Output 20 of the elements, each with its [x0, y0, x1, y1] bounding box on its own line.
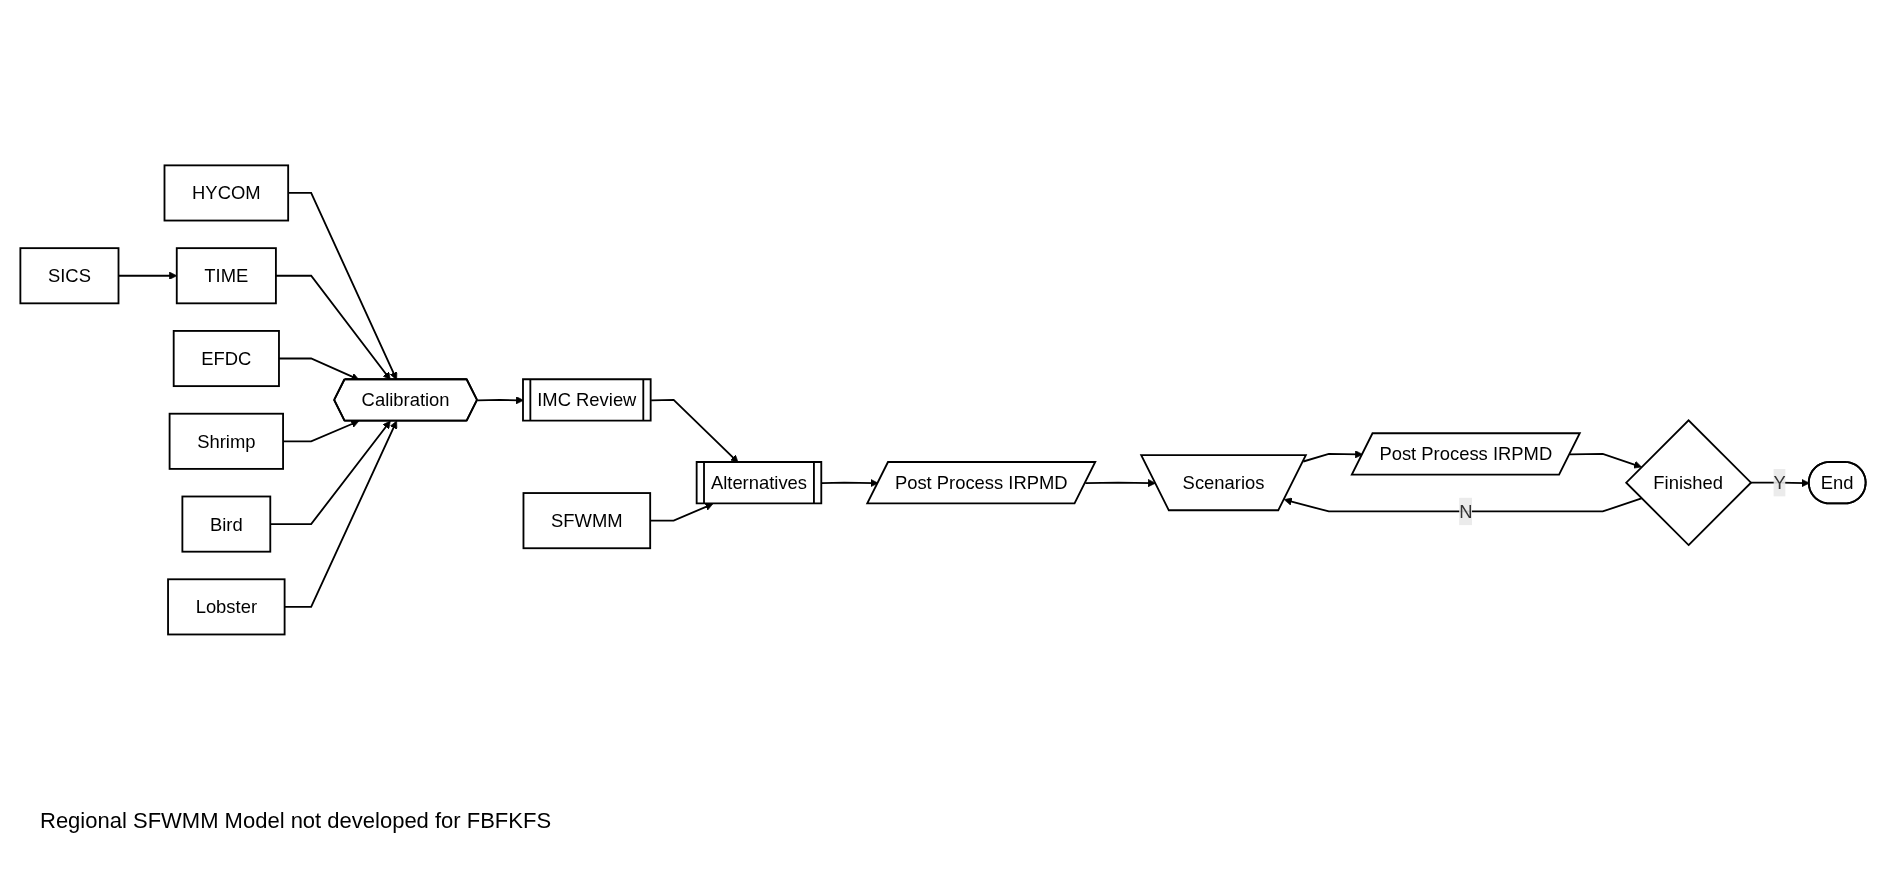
arrow	[1083, 479, 1156, 488]
node-box: SFWMM	[522, 492, 651, 550]
arrow	[1283, 497, 1642, 513]
arrow	[283, 420, 397, 608]
arrow	[820, 479, 878, 488]
node-box: HYCOM	[163, 164, 289, 222]
arrow	[1301, 450, 1363, 463]
arrow	[476, 396, 524, 405]
node-box: Bird	[180, 495, 271, 553]
node-box: Lobster	[166, 578, 286, 636]
edge-label: N	[1458, 501, 1472, 522]
edge-label: Y	[1773, 472, 1786, 493]
arrow	[1568, 453, 1642, 469]
node-box: Shrimp	[168, 412, 284, 470]
node-box: SICS	[18, 247, 119, 305]
node-diamond: Finished	[1624, 419, 1752, 547]
node-box: TIME	[175, 247, 277, 305]
node-box: EFDC	[172, 330, 280, 388]
note-text: Regional SFWMM Model not developed for FBFKFS	[40, 808, 553, 834]
arrow	[649, 399, 738, 463]
